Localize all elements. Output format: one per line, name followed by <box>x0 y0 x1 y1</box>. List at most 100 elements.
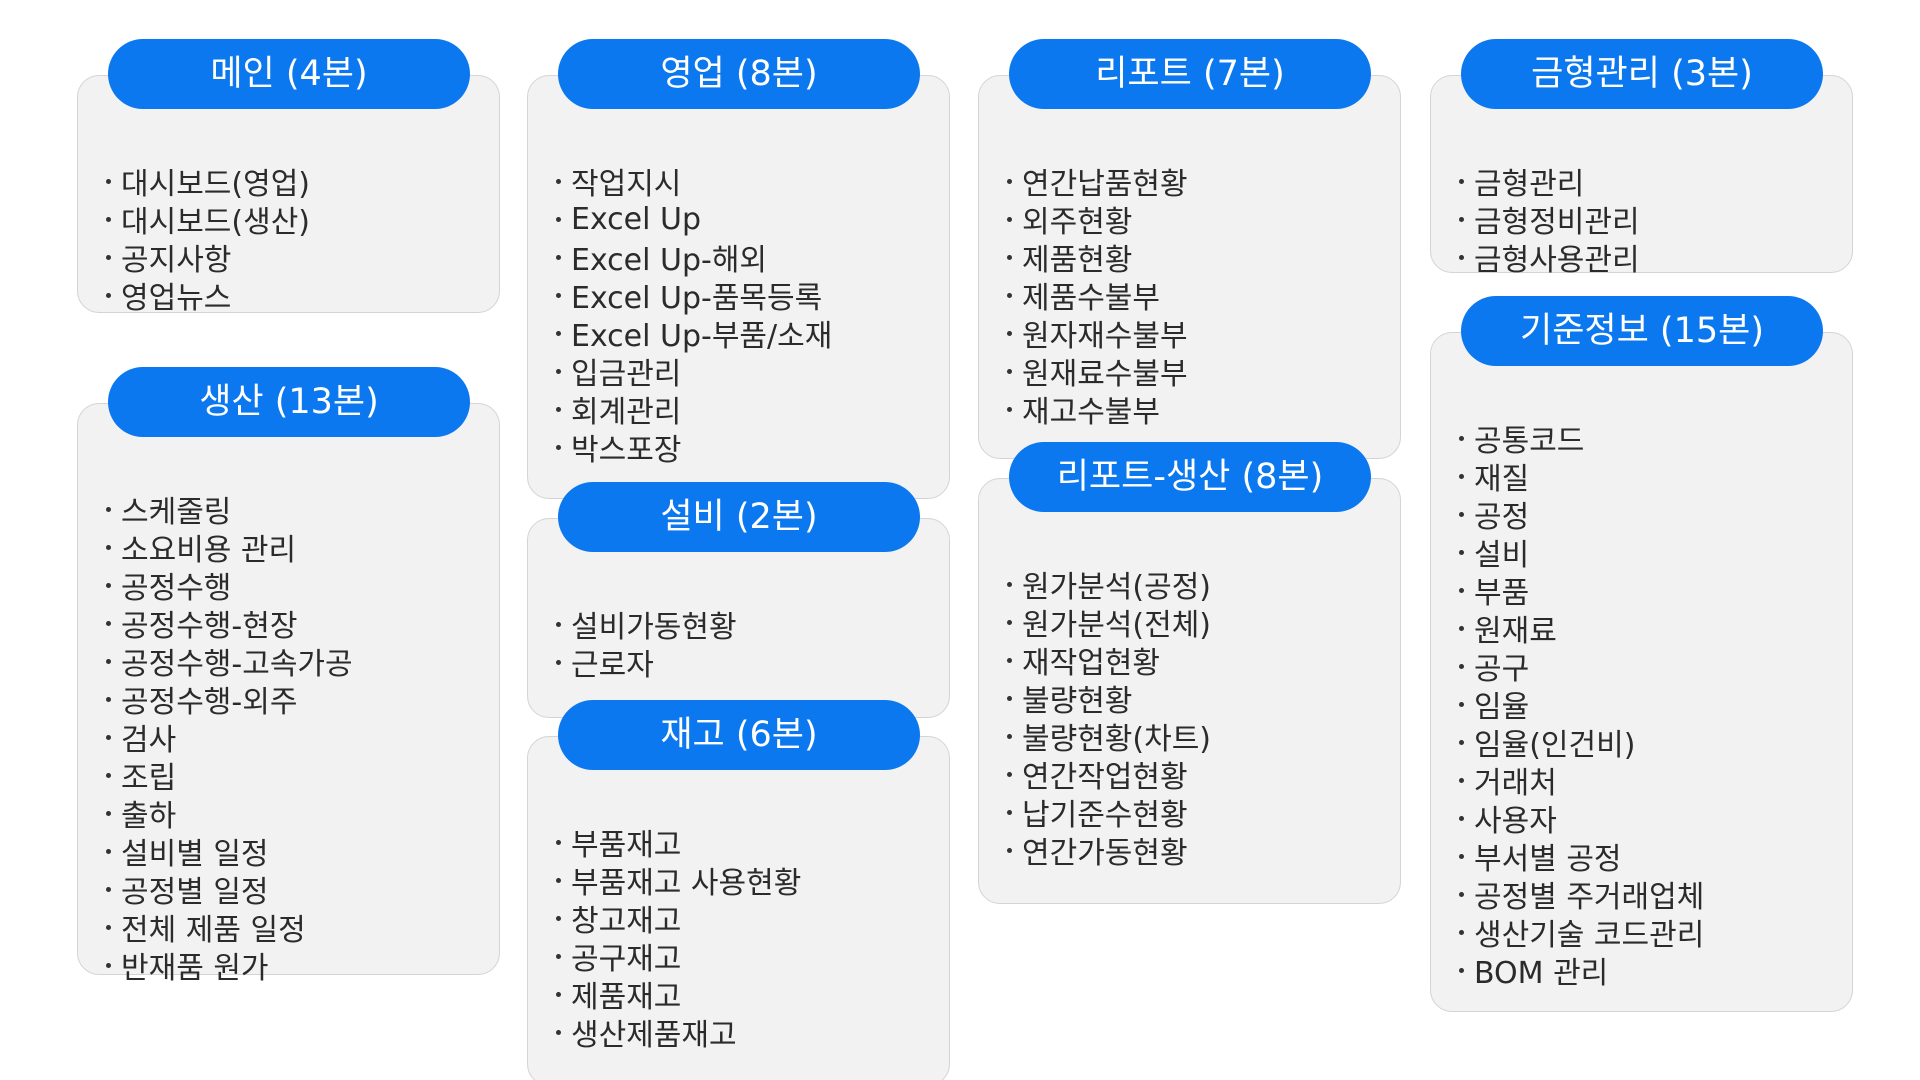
menu-item: 공정수행-고속가공 <box>106 642 491 682</box>
menu-item-label: 스케줄링 <box>121 495 232 530</box>
menu-item: 불량현황 <box>1007 679 1392 719</box>
group-title: 영업 (8본) <box>558 39 920 109</box>
menu-item: 공구 <box>1459 647 1844 687</box>
menu-item-label: 박스포장 <box>571 433 682 468</box>
bullet-icon <box>1007 330 1012 336</box>
bullet-icon <box>1459 815 1464 821</box>
menu-item-label: 연간가동현황 <box>1022 836 1188 871</box>
bullet-icon <box>1459 777 1464 783</box>
menu-item: 박스포장 <box>556 428 941 468</box>
menu-item-label: 부품 <box>1474 576 1530 611</box>
menu-item-label: 제품현황 <box>1022 243 1133 278</box>
menu-item: 제품수불부 <box>1007 276 1392 316</box>
menu-item: 출하 <box>106 794 491 834</box>
menu-item-label: 제품수불부 <box>1022 281 1160 316</box>
menu-item-label: Excel Up-부품/소재 <box>571 319 833 354</box>
menu-item-label: 부품재고 <box>571 828 682 863</box>
group-title: 메인 (4본) <box>108 39 470 109</box>
bullet-icon <box>556 839 561 845</box>
menu-item: 공정수행-현장 <box>106 604 491 644</box>
menu-item: 금형관리 <box>1459 162 1844 202</box>
menu-item-label: 공정 <box>1474 500 1530 535</box>
menu-item-label: 공지사항 <box>121 243 232 278</box>
menu-item-label: 공정별 주거래업체 <box>1474 880 1705 915</box>
bullet-icon <box>1459 891 1464 897</box>
bullet-icon <box>106 886 111 892</box>
menu-item-label: 임율(인건비) <box>1474 728 1636 763</box>
menu-item-label: 조립 <box>121 761 177 796</box>
bullet-icon <box>1007 847 1012 853</box>
menu-item: 설비 <box>1459 533 1844 573</box>
bullet-icon <box>106 292 111 298</box>
menu-item-label: 부품재고 사용현황 <box>571 866 802 901</box>
menu-item: 공정수행 <box>106 566 491 606</box>
menu-item-label: 사용자 <box>1474 804 1557 839</box>
menu-item: 조립 <box>106 756 491 796</box>
bullet-icon <box>1007 254 1012 260</box>
menu-item: 전체 제품 일정 <box>106 908 491 948</box>
bullet-icon <box>1459 663 1464 669</box>
menu-item-label: Excel Up-해외 <box>571 243 768 278</box>
bullet-icon <box>1459 967 1464 973</box>
menu-item: 공정수행-외주 <box>106 680 491 720</box>
bullet-icon <box>106 178 111 184</box>
menu-item-label: 회계관리 <box>571 395 682 430</box>
menu-item-label: 설비별 일정 <box>121 837 269 872</box>
group-title: 재고 (6본) <box>558 700 920 770</box>
bullet-icon <box>1459 549 1464 555</box>
menu-item-label: 소요비용 관리 <box>121 533 297 568</box>
menu-item: 납기준수현황 <box>1007 793 1392 833</box>
menu-item: 스케줄링 <box>106 490 491 530</box>
menu-item: 사용자 <box>1459 799 1844 839</box>
menu-item: 설비가동현황 <box>556 605 941 645</box>
bullet-icon <box>556 991 561 997</box>
bullet-icon <box>1459 701 1464 707</box>
menu-item-label: 입금관리 <box>571 357 682 392</box>
menu-item-label: 반재품 원가 <box>121 951 269 986</box>
menu-item: 원가분석(전체) <box>1007 603 1392 643</box>
bullet-icon <box>1007 733 1012 739</box>
menu-item-label: 임율 <box>1474 690 1530 725</box>
bullet-icon <box>106 734 111 740</box>
menu-item: 소요비용 관리 <box>106 528 491 568</box>
group-title: 리포트 (7본) <box>1009 39 1371 109</box>
menu-item: 제품현황 <box>1007 238 1392 278</box>
bullet-icon <box>106 696 111 702</box>
bullet-icon <box>1459 473 1464 479</box>
menu-item-label: 공정수행-현장 <box>121 609 298 644</box>
menu-item: 생산기술 코드관리 <box>1459 913 1844 953</box>
bullet-icon <box>556 292 561 298</box>
menu-item-label: 설비가동현황 <box>571 610 737 645</box>
menu-item-label: 연간납품현황 <box>1022 167 1188 202</box>
bullet-icon <box>556 877 561 883</box>
menu-item-label: 재작업현황 <box>1022 646 1160 681</box>
menu-item-label: 금형정비관리 <box>1474 205 1640 240</box>
bullet-icon <box>1459 435 1464 441</box>
menu-item: 임율(인건비) <box>1459 723 1844 763</box>
menu-item: 연간작업현황 <box>1007 755 1392 795</box>
group-title: 리포트-생산 (8본) <box>1009 442 1371 512</box>
bullet-icon <box>1459 853 1464 859</box>
group-title: 금형관리 (3본) <box>1461 39 1823 109</box>
menu-item-label: 금형관리 <box>1474 167 1585 202</box>
bullet-icon <box>106 658 111 664</box>
bullet-icon <box>106 810 111 816</box>
bullet-icon <box>556 216 561 222</box>
bullet-icon <box>1459 929 1464 935</box>
menu-item: 대시보드(영업) <box>106 162 491 202</box>
menu-item: 원재료수불부 <box>1007 352 1392 392</box>
menu-item-label: 공정수행-외주 <box>121 685 298 720</box>
menu-item: 원자재수불부 <box>1007 314 1392 354</box>
bullet-icon <box>1007 771 1012 777</box>
menu-item-label: 거래처 <box>1474 766 1557 801</box>
menu-item-label: 공통코드 <box>1474 424 1585 459</box>
menu-item-label: 창고재고 <box>571 904 682 939</box>
menu-item: Excel Up-해외 <box>556 238 941 278</box>
